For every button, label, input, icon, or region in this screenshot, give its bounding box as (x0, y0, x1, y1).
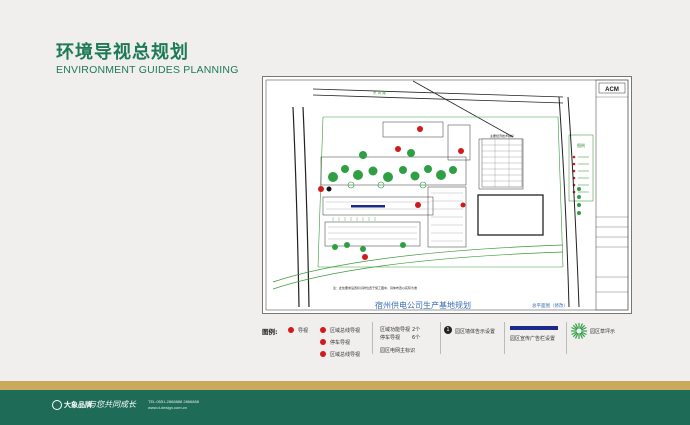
title-block-logo: ACM (605, 87, 619, 93)
logo-mark-icon (52, 400, 62, 411)
zone-guide-marker-icon (320, 327, 326, 333)
contact-website: www.d-design.com.cn (148, 405, 187, 410)
wall-notice-icon: 1 (444, 326, 452, 334)
logo-text: 大象品牌 (64, 402, 92, 409)
plan-main-caption: 宿州供电公司生产基地规划 (375, 300, 471, 310)
zone-guide-marker-2-icon (320, 351, 326, 357)
plan-note: 注：此处要求设置标识牌位置于施工图中，具体布置以实际为准 (333, 285, 417, 290)
footer: 大象品牌 与您共同成长 TEL:0551-2868888 2866888 www… (0, 390, 690, 425)
road-label-top: 东 风 路 (373, 90, 386, 95)
plan-sub-caption: 总平面图（修改） (532, 302, 568, 309)
table-title: 主要经济技术指标 (490, 133, 514, 138)
site-plan-svg: ACM 东 风 路 (265, 79, 629, 311)
site-plan-drawing: ACM 东 风 路 (262, 76, 632, 314)
legend-label-wall-notice: 园区墙体告示设置 (455, 329, 496, 335)
ad-board-icon (510, 326, 558, 330)
legend-count-zone-function: 2个 (412, 327, 421, 333)
contact-phone: TEL:0551-2868888 2866888 (148, 399, 199, 404)
legend-label-main-sign: 园区电网主标识 (380, 348, 416, 354)
parking-marker-icon (320, 339, 326, 345)
footer-slogan: 与您共同成长 (88, 400, 136, 409)
legend-label-parking-count: 停车导视 (380, 335, 401, 341)
legend-heading: 图例: (262, 328, 278, 336)
legend-label-zone-function: 区域功能导视 (380, 327, 411, 333)
legend-label-zone-guide-2: 区域总线导视 (330, 352, 361, 358)
legend-label-guide: 导视 (298, 328, 309, 334)
footer-contact: TEL:0551-2868888 2866888 www.d-design.co… (148, 399, 199, 411)
legend-label-zone-guide: 区域总线导视 (330, 328, 361, 334)
page-title-cn: 环境导视总规划 (56, 42, 189, 63)
guide-marker-icon (288, 327, 294, 333)
company-logo: 大象品牌 (52, 400, 92, 411)
lawn-sign-icon (571, 323, 587, 339)
page-title-en: ENVIRONMENT GUIDES PLANNING (56, 64, 239, 76)
legend-label-parking: 停车导视 (330, 340, 351, 346)
side-legend-title: 图例 (577, 142, 585, 148)
footer-gold-band (0, 381, 690, 390)
legend-label-lawn: 园区草坪示 (590, 329, 616, 335)
legend-count-parking: 6个 (412, 335, 421, 341)
legend-label-ad-board: 园区宣传广告栏设置 (510, 336, 556, 342)
legend: 图例: 导视 区域总线导视 停车导视 区域总线导视 区域功能导视 2个 停车导视… (262, 322, 632, 360)
